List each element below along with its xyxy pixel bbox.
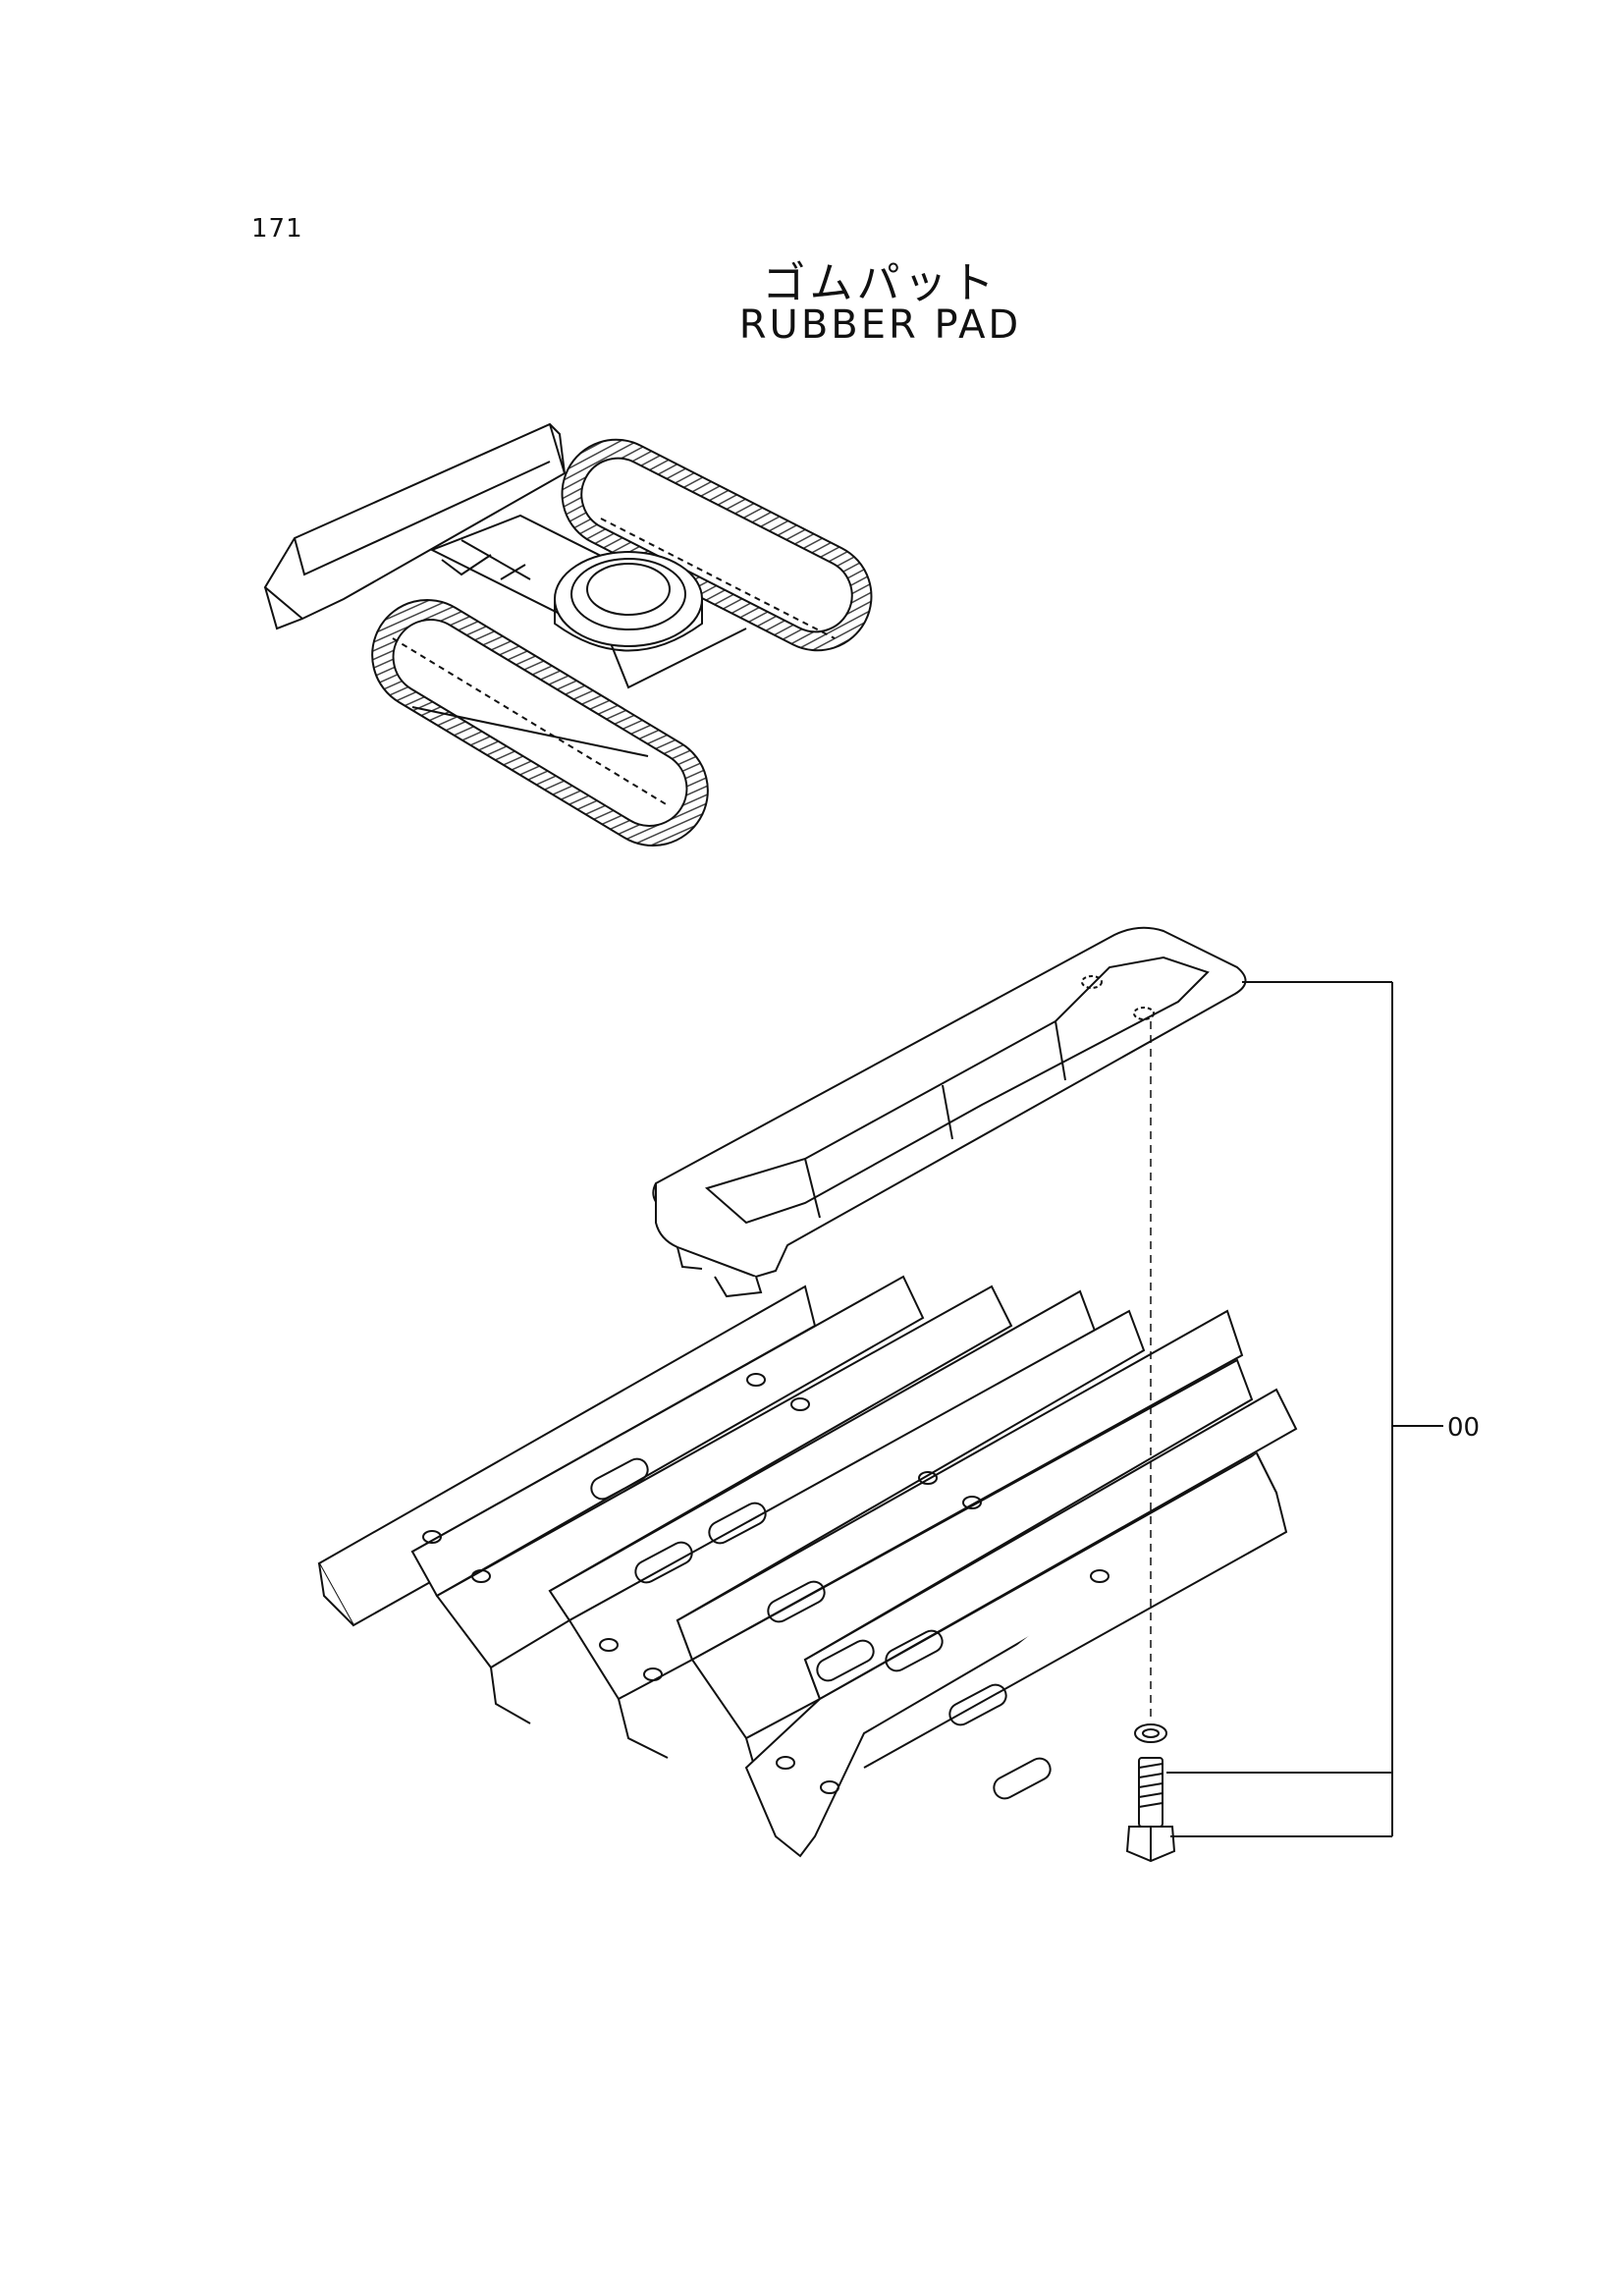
- track-rear: [561, 438, 873, 652]
- undercarriage-overview: [263, 422, 873, 847]
- steel-track-shoes: [317, 1275, 1298, 1858]
- dozer-blade: [263, 422, 567, 630]
- title-english: RUBBER PAD: [738, 302, 1022, 348]
- track-front: [371, 598, 709, 847]
- washer: [1134, 1723, 1167, 1743]
- callout-label-00: 00: [1447, 1413, 1480, 1443]
- rubber-pad: [652, 926, 1247, 1298]
- title-japanese: ゴムパット: [762, 258, 999, 308]
- bolt: [1125, 1757, 1176, 1863]
- swing-bearing: [554, 551, 703, 652]
- page-number: 171: [251, 214, 303, 244]
- callout-bracket: [1166, 981, 1443, 1837]
